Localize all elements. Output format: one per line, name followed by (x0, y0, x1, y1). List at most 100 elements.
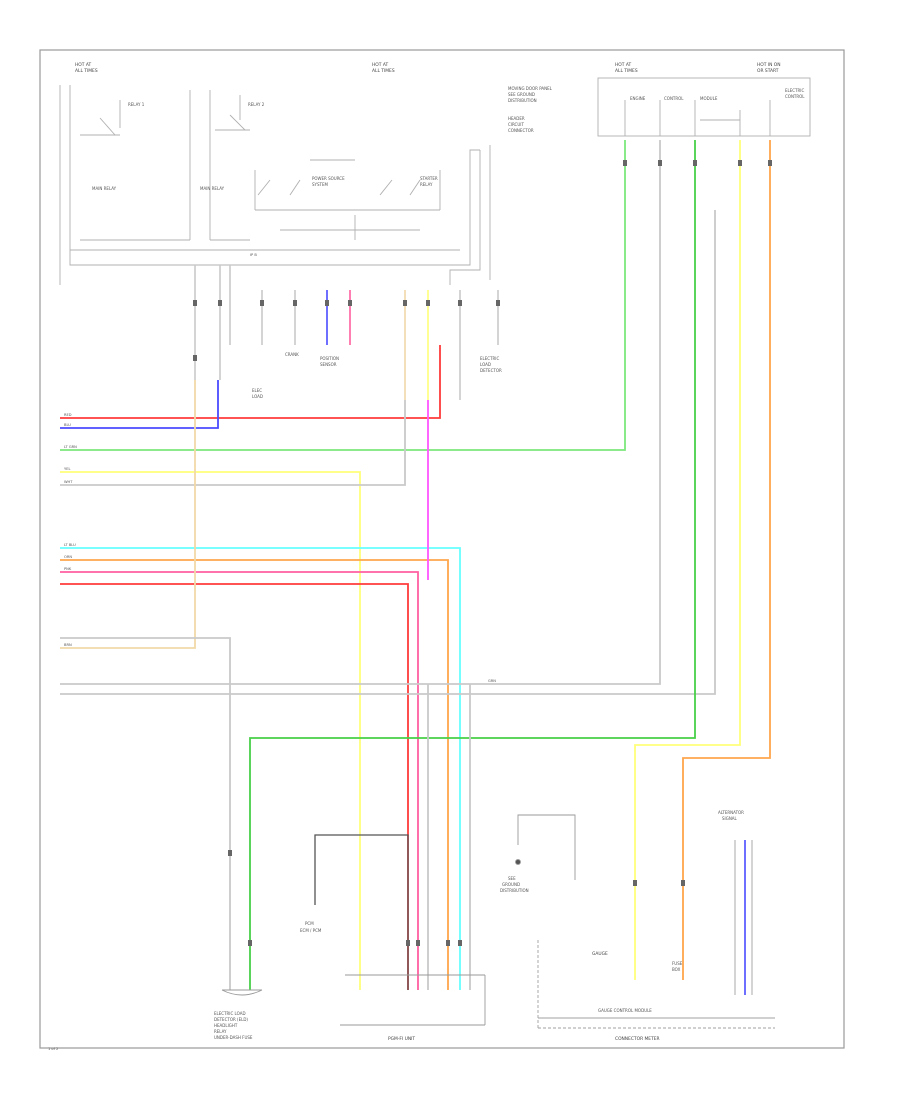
right-box-c-label: MODULE (700, 96, 718, 101)
fuse-c-label: HOT AT (615, 62, 631, 68)
yellow-wire (60, 471, 361, 990)
ctrl-b-label: SYSTEM (312, 182, 328, 187)
right-box-a-label: ENGINE (630, 96, 646, 101)
pin-markers (193, 160, 772, 946)
eld-connector (221, 989, 263, 996)
center-b-label: CIRCUIT (508, 122, 524, 127)
alt-a-label: ALTERNATOR (718, 810, 744, 815)
eld-labels: ELECTRIC LOAD DETECTOR (ELD) HEADLIGHT R… (214, 1011, 253, 1040)
note-block-label: MOVING DOOR PANEL (508, 86, 553, 91)
upper-left-connector-labels: CRANK POSITION SENSOR ELEC LOAD ELECTRIC… (252, 352, 502, 399)
right-small-b-label: BOX (672, 967, 681, 972)
diagram-frame (39, 49, 845, 1049)
fuse-c-sub-label: ALL TIMES (615, 68, 638, 74)
bottom-left-c-label: HEADLIGHT (214, 1023, 238, 1028)
upper-left-component-block (59, 85, 491, 285)
bottom-left-e-label: UNDER-DASH FUSE (214, 1035, 253, 1040)
ctrl-a-label: POWER SOURCE (312, 176, 345, 181)
blue-wire (60, 380, 219, 429)
yellow-right-wire (634, 140, 741, 980)
fuse-a-label: HOT AT (75, 62, 91, 68)
combo-bottom-label: CONNECTOR METER (615, 1036, 660, 1042)
sensor-b-label: POSITION (320, 356, 339, 361)
link-b-label: LOAD (480, 362, 491, 367)
gauge-module-labels: GAUGE GAUGE CONTROL MODULE CONNECTOR MET… (592, 810, 744, 1042)
bottom-mid-b-label: GROUND (502, 882, 520, 887)
tag-lt-green: LT GRN (64, 445, 77, 449)
pink-wire (60, 571, 419, 990)
pcm-labels: PCM ECM / PCM PGM-FI UNIT (300, 921, 415, 1042)
tag-blue: BLU (64, 423, 71, 427)
tag-yellow: YEL (64, 467, 70, 471)
fuse-d-sub-label: OR START (757, 68, 779, 74)
wire-tags-left: RED BLU LT GRN YEL WHT LT BLU ORN PNK BR… (64, 413, 496, 683)
note-block3-label: DISTRIBUTION (508, 98, 537, 103)
bottom-left-d-label: RELAY (214, 1029, 227, 1034)
tag-green: GRN (488, 679, 496, 683)
white-wire (60, 400, 406, 486)
red-lower-wire (60, 583, 409, 990)
relay-a-label: RELAY 1 (128, 102, 145, 107)
bottom-mid-a-label: SEE (508, 876, 516, 881)
wire-harness (60, 140, 771, 990)
ctrl-d-label: RELAY (420, 182, 433, 187)
lt-green-wire (60, 140, 626, 451)
fuse-a-sub-label: ALL TIMES (75, 68, 98, 74)
pcm-bottom-label: PGM-FI UNIT (388, 1036, 415, 1042)
center-a-label: HEADER (508, 116, 525, 121)
page-reference: 1 of 2 (48, 1047, 58, 1051)
relay-b-label: RELAY 2 (248, 102, 265, 107)
tag-cyan: LT BLU (64, 543, 76, 547)
bottom-left-a-label: ELECTRIC LOAD (214, 1011, 246, 1016)
elec-b-label: LOAD (252, 394, 263, 399)
right-small-a-label: FUSE (672, 961, 683, 966)
fuse-d-label: HOT IN ON (757, 62, 781, 68)
white-lower-wire-a (60, 140, 661, 685)
tag-orange: ORN (64, 555, 72, 559)
main-relay-a-label: MAIN RELAY (92, 186, 117, 191)
gauge-label: GAUGE CONTROL MODULE (598, 1008, 652, 1013)
note-block2-label: SEE GROUND (508, 92, 535, 97)
upper-left-connector-stubs (194, 265, 499, 400)
white-lower-wire-b (60, 210, 716, 695)
center-c-label: CONNECTOR (508, 128, 534, 133)
sensor-a-label: CRANK (285, 352, 299, 357)
link-a-label: ELECTRIC (480, 356, 499, 361)
gray-wire-a (60, 637, 231, 990)
tan-wire (60, 380, 196, 649)
ctrl-c-label: STARTER (420, 176, 438, 181)
alt-b-label: SIGNAL (722, 816, 738, 821)
upper-right-labels: HOT AT ALL TIMES HOT IN ON OR START ELEC… (615, 62, 805, 101)
gauge-module (537, 840, 775, 1029)
orange-wire (60, 559, 449, 990)
fuse-b-sub-label: ALL TIMES (372, 68, 395, 74)
pcm-block (314, 834, 486, 1026)
right-box-b-label: CONTROL (664, 96, 684, 101)
tag-pink: PNK (64, 567, 72, 571)
tag-white: WHT (64, 480, 73, 484)
sensor-c-label: SENSOR (320, 362, 337, 367)
green-wire (249, 140, 696, 990)
elec-a-label: ELEC (252, 388, 262, 393)
bottom-left-b-label: DETECTOR (ELD) (214, 1017, 248, 1022)
gauge-mark: GAUGE (592, 951, 608, 957)
pcm-label: PCM (305, 921, 314, 926)
right-top-a-label: ELECTRIC (785, 88, 804, 93)
right-top-b-label: CONTROL (785, 94, 805, 99)
tag-red: RED (64, 413, 72, 417)
main-relay-b-label: MAIN RELAY (200, 186, 225, 191)
tag-tan: BRN (64, 643, 72, 647)
link-c-label: DETECTOR (480, 368, 502, 373)
pcm-box-label: ECM / PCM (300, 928, 322, 933)
cyan-wire (60, 547, 461, 990)
mid-ground-labels: SEE GROUND DISTRIBUTION (500, 876, 529, 893)
mid-ground-block (515, 814, 576, 880)
left-bus-label: IP B (250, 253, 257, 257)
red-wire (60, 345, 441, 419)
upper-right-component-block (597, 77, 811, 137)
orange-right-wire (682, 140, 771, 980)
fuse-b-label: HOT AT (372, 62, 388, 68)
upper-left-labels: HOT AT ALL TIMES HOT AT ALL TIMES RELAY … (75, 62, 553, 257)
bottom-mid-c-label: DISTRIBUTION (500, 888, 529, 893)
